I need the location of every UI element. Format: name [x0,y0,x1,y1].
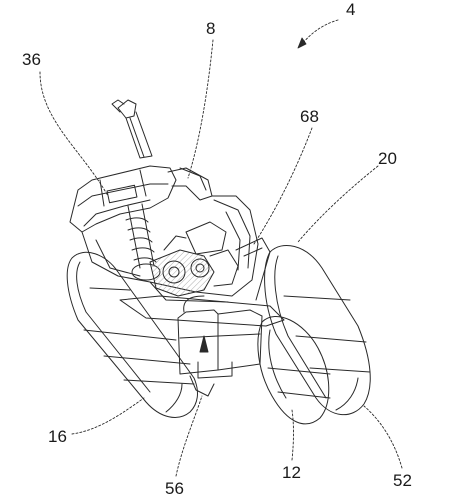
rear-wheel [257,316,331,425]
ref-numeral-36: 36 [22,50,41,69]
ref-numeral-56: 56 [165,479,184,498]
steering-column [111,99,153,159]
leader-lines [39,19,403,477]
ref-numeral-20: 20 [378,149,397,168]
ref-numeral-8: 8 [206,19,216,38]
left-front-wheel [66,251,198,418]
ref-numeral-4: 4 [346,0,356,19]
body-shell [81,195,259,303]
suspension-arm [235,237,271,301]
ref-numeral-68: 68 [300,107,319,126]
handle-housing [69,165,177,233]
ref-numeral-16: 16 [48,427,67,446]
right-front-wheel [264,244,371,416]
motor-assembly [149,221,239,297]
ref-numeral-52: 52 [393,471,412,490]
ref-numeral-12: 12 [282,463,301,482]
drive-unit [119,295,285,397]
